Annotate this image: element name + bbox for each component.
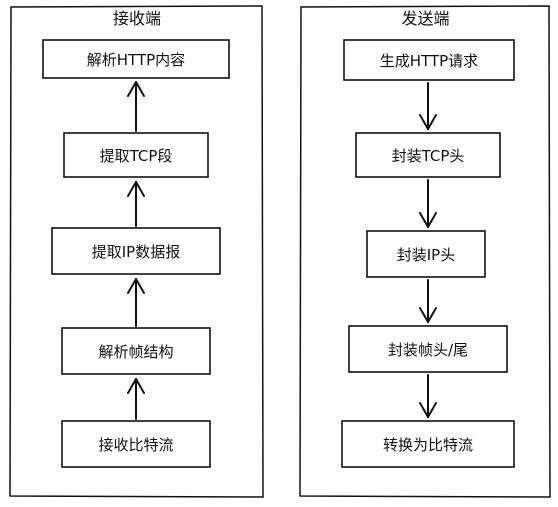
sender-step-4-label: 封装帧头/尾 <box>387 340 469 359</box>
receiver-box-1 <box>42 39 230 79</box>
sender-step-2-label: 封装TCP头 <box>391 146 465 165</box>
sender-box-2 <box>355 132 501 178</box>
receiver-step-3-label: 提取IP数据报 <box>91 242 181 261</box>
receiver-step-4-label: 解析帧结构 <box>98 342 174 361</box>
receiver-arrow-3 <box>127 278 145 327</box>
sender-step-1-label: 生成HTTP请求 <box>379 51 479 70</box>
sender-step-5-label: 转换为比特流 <box>382 435 473 454</box>
sender-panel <box>299 5 551 498</box>
receiver-box-4 <box>61 327 211 375</box>
receiver-box-3 <box>51 227 221 275</box>
sender-box-5 <box>341 420 515 468</box>
receiver-box-2 <box>63 132 209 178</box>
sender-arrow-3 <box>419 279 437 323</box>
receiver-step-1-label: 解析HTTP内容 <box>86 50 186 69</box>
sender-box-1 <box>343 39 515 81</box>
sender-box-4 <box>348 325 508 373</box>
receiver-arrow-1 <box>127 81 145 132</box>
receiver-panel <box>9 5 264 498</box>
sender-arrow-2 <box>419 179 437 228</box>
sender-arrow-4 <box>419 374 437 418</box>
receiver-step-2-label: 提取TCP段 <box>99 146 173 165</box>
sender-arrow-1 <box>419 82 437 130</box>
sender-step-3-label: 封装IP头 <box>396 245 456 264</box>
receiver-step-5-label: 接收比特流 <box>98 435 174 454</box>
receiver-title: 接收端 <box>112 9 161 28</box>
receiver-arrow-4 <box>127 378 145 420</box>
sender-box-3 <box>366 230 486 278</box>
sender-title: 发送端 <box>401 9 450 28</box>
receiver-arrow-2 <box>127 181 145 227</box>
receiver-box-5 <box>61 420 211 468</box>
